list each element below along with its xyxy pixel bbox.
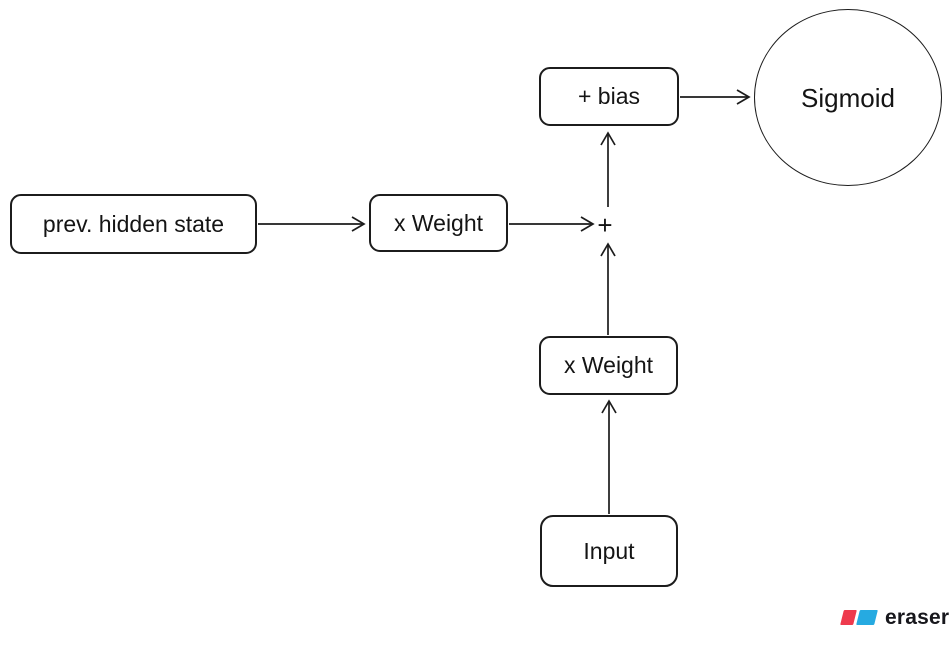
node-label: x Weight <box>563 352 654 378</box>
node-input[interactable]: Input <box>540 515 678 587</box>
eraser-logo-text: eraser <box>885 605 950 629</box>
node-sigmoid[interactable]: Sigmoid <box>754 9 942 186</box>
node-label: Input <box>583 537 635 564</box>
node-label: prev. hidden state <box>42 210 225 237</box>
node-label: Sigmoid <box>801 82 895 113</box>
node-weight-hidden[interactable]: x Weight <box>369 194 508 252</box>
node-bias[interactable]: + bias <box>539 67 679 126</box>
sum-junction[interactable]: + <box>593 210 617 240</box>
node-label: + bias <box>577 83 640 109</box>
eraser-logo-red-icon <box>840 609 857 625</box>
node-weight-input[interactable]: x Weight <box>539 336 678 395</box>
plus-symbol: + <box>597 210 613 240</box>
node-prev-hidden-state[interactable]: prev. hidden state <box>10 194 257 254</box>
eraser-logo-blue-icon <box>856 609 878 625</box>
eraser-logo[interactable]: eraser <box>840 605 950 629</box>
node-label: x Weight <box>393 209 484 236</box>
